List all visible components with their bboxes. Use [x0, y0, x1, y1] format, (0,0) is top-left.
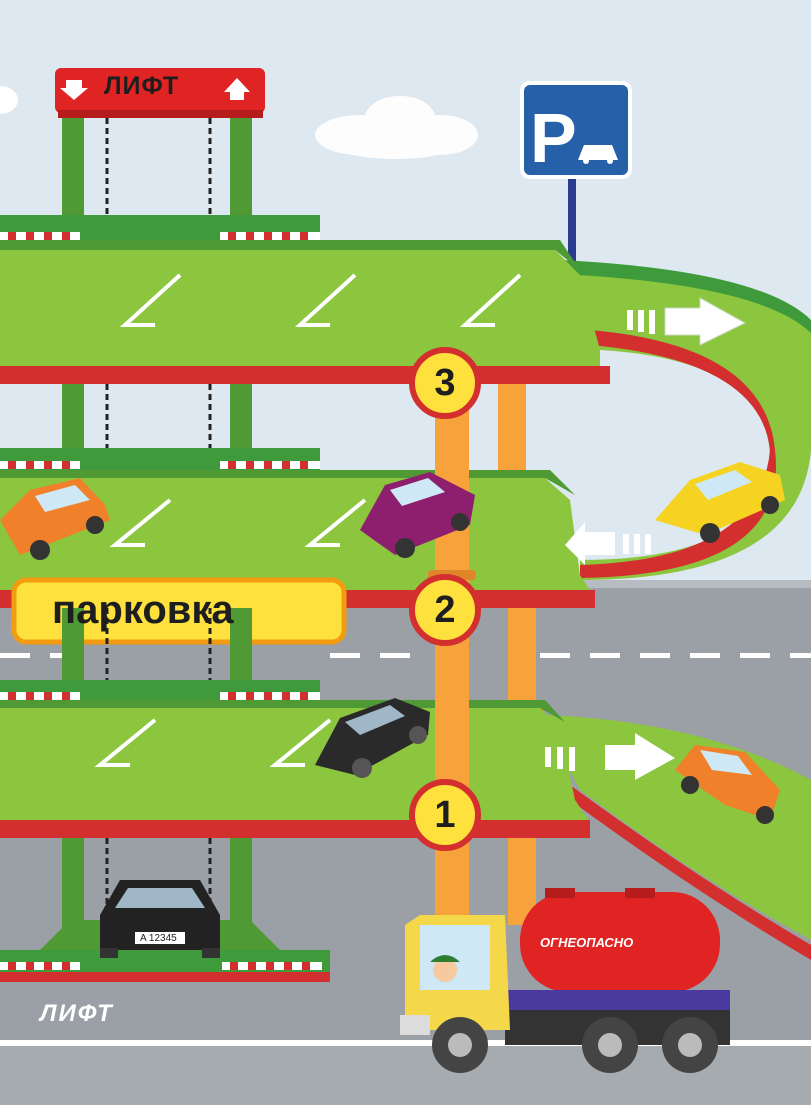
ramp-lower-edge [570, 785, 811, 960]
lift-pillar [62, 118, 84, 223]
yellow-car [655, 462, 785, 543]
direction-arrow-icon [565, 522, 651, 565]
level-2-badge [409, 574, 481, 646]
license-plate: A 12345 [140, 933, 177, 944]
black-car [315, 698, 430, 778]
black-parked-car [100, 880, 220, 958]
deck-edge-level-3 [0, 366, 610, 384]
deck-edge-level-1 [0, 820, 590, 838]
parking-sign-pole [568, 170, 576, 270]
level-3-number: 3 [434, 362, 456, 404]
lift-top-beam [55, 68, 265, 113]
lift-pillar [230, 118, 252, 223]
car-icon [578, 145, 618, 160]
direction-arrow-icon [627, 297, 747, 346]
parking-label-plate [11, 577, 347, 645]
level-3-badge [409, 347, 481, 419]
parking-lines [109, 498, 367, 547]
deck-level-3 [0, 250, 600, 368]
cloud-icon [315, 96, 478, 159]
lift-bottom-label: ЛИФТ [40, 1000, 114, 1027]
orange-car [675, 745, 780, 824]
cloud-icon [0, 86, 18, 114]
parking-lines [119, 273, 522, 327]
parking-sign-letter: P [530, 99, 577, 177]
level-1-number: 1 [434, 794, 456, 836]
up-arrow-icon [224, 78, 250, 100]
direction-arrow-icon [545, 733, 675, 780]
orange-car [0, 478, 110, 560]
road-bottom-line [0, 1040, 811, 1046]
support-pillar [508, 605, 536, 715]
level-2-number: 2 [434, 589, 456, 631]
tanker-truck [400, 888, 730, 1073]
lift-top-label: ЛИФТ [104, 72, 180, 100]
purple-car [360, 472, 475, 558]
tanker-label: ОГНЕОПАСНО [540, 935, 634, 950]
parking-lines [94, 718, 332, 767]
level-1-badge [409, 779, 481, 851]
down-arrow-icon [60, 80, 88, 100]
parking-label: парковка [52, 588, 234, 632]
